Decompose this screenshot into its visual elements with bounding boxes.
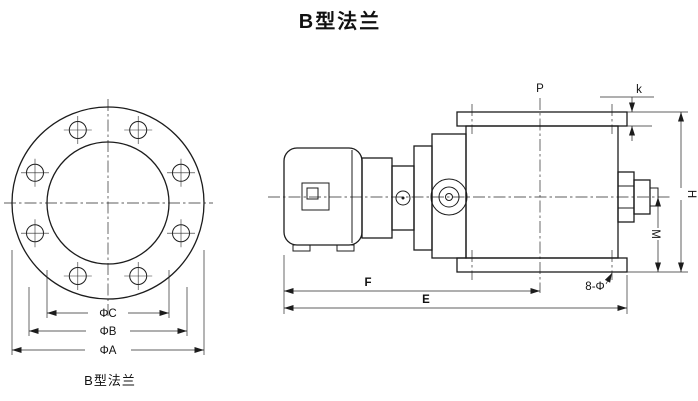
dim-p-label: P: [536, 83, 544, 95]
adapter-plate: [413, 145, 433, 251]
valve-body-group: [456, 111, 628, 273]
dim-e: E: [284, 275, 628, 314]
bearing-boss-center: [445, 193, 453, 201]
dim-p: P: [536, 83, 544, 95]
bearing-boss-mid: [438, 186, 460, 208]
bolt-holes: [21, 116, 195, 290]
gearbox-stage-1: [361, 157, 393, 239]
flange-hole-centerlines: [471, 104, 613, 280]
dim-m: M: [649, 197, 661, 272]
valve-side-view: P k H M F: [268, 83, 697, 314]
bolt-hole: [63, 262, 92, 290]
dim-f: F: [283, 255, 540, 314]
dim-h: H: [627, 112, 697, 273]
bolt-hole: [167, 158, 195, 187]
dim-bolt-holes-label: 8-Φ: [585, 281, 604, 293]
valve-body: [465, 125, 619, 259]
flange-extension-lines: [11, 250, 205, 355]
dim-h-label: H: [685, 190, 697, 198]
bolt-hole: [124, 116, 153, 144]
motor-junction-box: [301, 182, 330, 211]
dim-phi-a: ΦA: [12, 345, 204, 357]
shaft-end: [617, 171, 659, 223]
flange-front-view: ΦC ΦB ΦA B型法兰: [4, 99, 213, 388]
bottom-flange: [456, 257, 628, 273]
dim-phi-b-label: ΦB: [100, 326, 117, 338]
dim-f-label: F: [364, 277, 371, 289]
flange-view-caption: B型法兰: [84, 373, 136, 388]
dim-phi-a-label: ΦA: [100, 345, 117, 357]
motor-foot: [292, 244, 311, 252]
flange-bore-circle: [46, 141, 170, 265]
bolt-hole: [21, 219, 49, 248]
gearbox: [361, 145, 433, 251]
motor-junction-box-inner: [306, 187, 319, 200]
bolt-hole: [124, 262, 153, 290]
bolt-hole: [21, 158, 49, 187]
drawing-title: B型法兰: [299, 9, 381, 33]
bearing-boss-outer: [430, 178, 468, 216]
motor-foot: [336, 244, 355, 252]
dim-k-label: k: [636, 84, 642, 96]
side-cover: [430, 133, 468, 259]
side-cover-plate: [431, 133, 467, 259]
top-flange: [456, 111, 628, 127]
dim-m-label: M: [649, 229, 661, 239]
dim-phi-c: ΦC: [47, 308, 169, 320]
flange-outer-circle: [11, 106, 205, 300]
gearbox-port-center: [401, 196, 405, 200]
motor-body: [283, 147, 363, 246]
dim-e-label: E: [422, 294, 430, 306]
bolt-hole: [63, 116, 92, 144]
dim-phi-c-label: ΦC: [99, 308, 116, 320]
gearbox-port: [395, 190, 411, 206]
dim-bolt-holes: 8-Φ: [585, 272, 613, 293]
motor: [283, 147, 363, 252]
dim-phi-b: ΦB: [29, 326, 187, 338]
bolt-hole: [167, 219, 195, 248]
dim-k: k: [600, 84, 688, 141]
